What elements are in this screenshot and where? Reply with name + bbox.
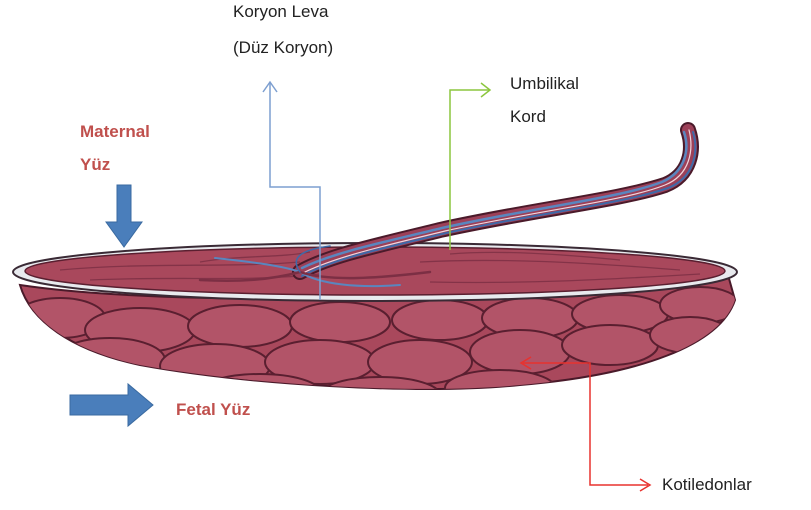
maternal-yuz-label: Yüz [80,153,110,176]
maternal-label: Maternal [80,120,150,143]
kotiledonlar-label: Kotiledonlar [662,473,752,496]
fetal-yuz-label: Fetal Yüz [176,398,250,421]
maternal-arrow-icon [106,185,142,247]
umbilikal-label: Umbilikal [510,72,579,95]
fetal-arrow-icon [70,384,153,426]
kord-label: Kord [510,105,546,128]
koryon-leva-label: Koryon Leva [233,0,328,23]
duz-koryon-label: (Düz Koryon) [233,36,333,59]
